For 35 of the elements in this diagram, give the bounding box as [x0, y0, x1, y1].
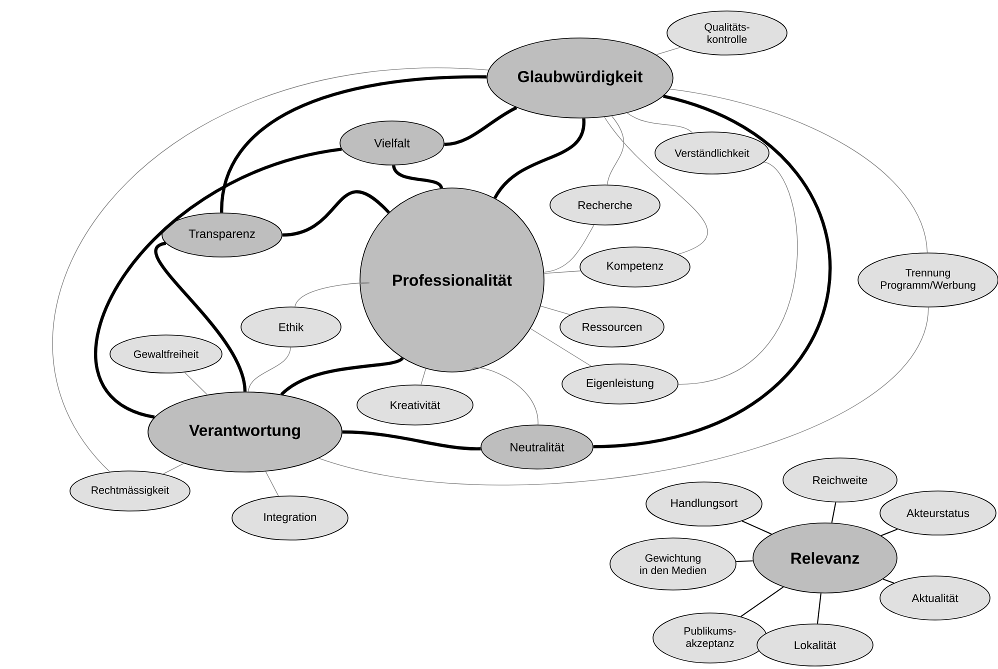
connector: [162, 463, 184, 474]
connector: [606, 116, 624, 185]
connector: [220, 75, 487, 213]
connector: [444, 106, 518, 146]
connector: [831, 502, 836, 523]
connector: [656, 46, 681, 55]
connector: [94, 148, 342, 419]
connector: [472, 367, 538, 425]
connector: [544, 270, 581, 274]
connector: [882, 578, 894, 584]
connector: [154, 242, 247, 392]
connector: [265, 471, 279, 496]
connector: [544, 224, 594, 273]
connector: [626, 112, 693, 134]
connector: [736, 560, 753, 562]
connector: [184, 372, 208, 396]
connector: [342, 430, 481, 450]
connector: [742, 520, 772, 535]
connector: [294, 282, 370, 307]
connector: [678, 162, 798, 385]
connector: [318, 307, 929, 486]
connector: [494, 118, 586, 200]
connector: [740, 586, 784, 618]
connector: [248, 347, 291, 392]
connector: [593, 94, 831, 448]
connector: [280, 356, 404, 396]
connector: [420, 368, 426, 386]
connector: [540, 306, 571, 316]
connector: [52, 68, 489, 472]
connector: [880, 528, 898, 536]
connector: [282, 190, 390, 237]
connector: [530, 328, 592, 367]
connector: [816, 593, 822, 624]
connector: [604, 116, 708, 255]
connector: [670, 88, 928, 253]
